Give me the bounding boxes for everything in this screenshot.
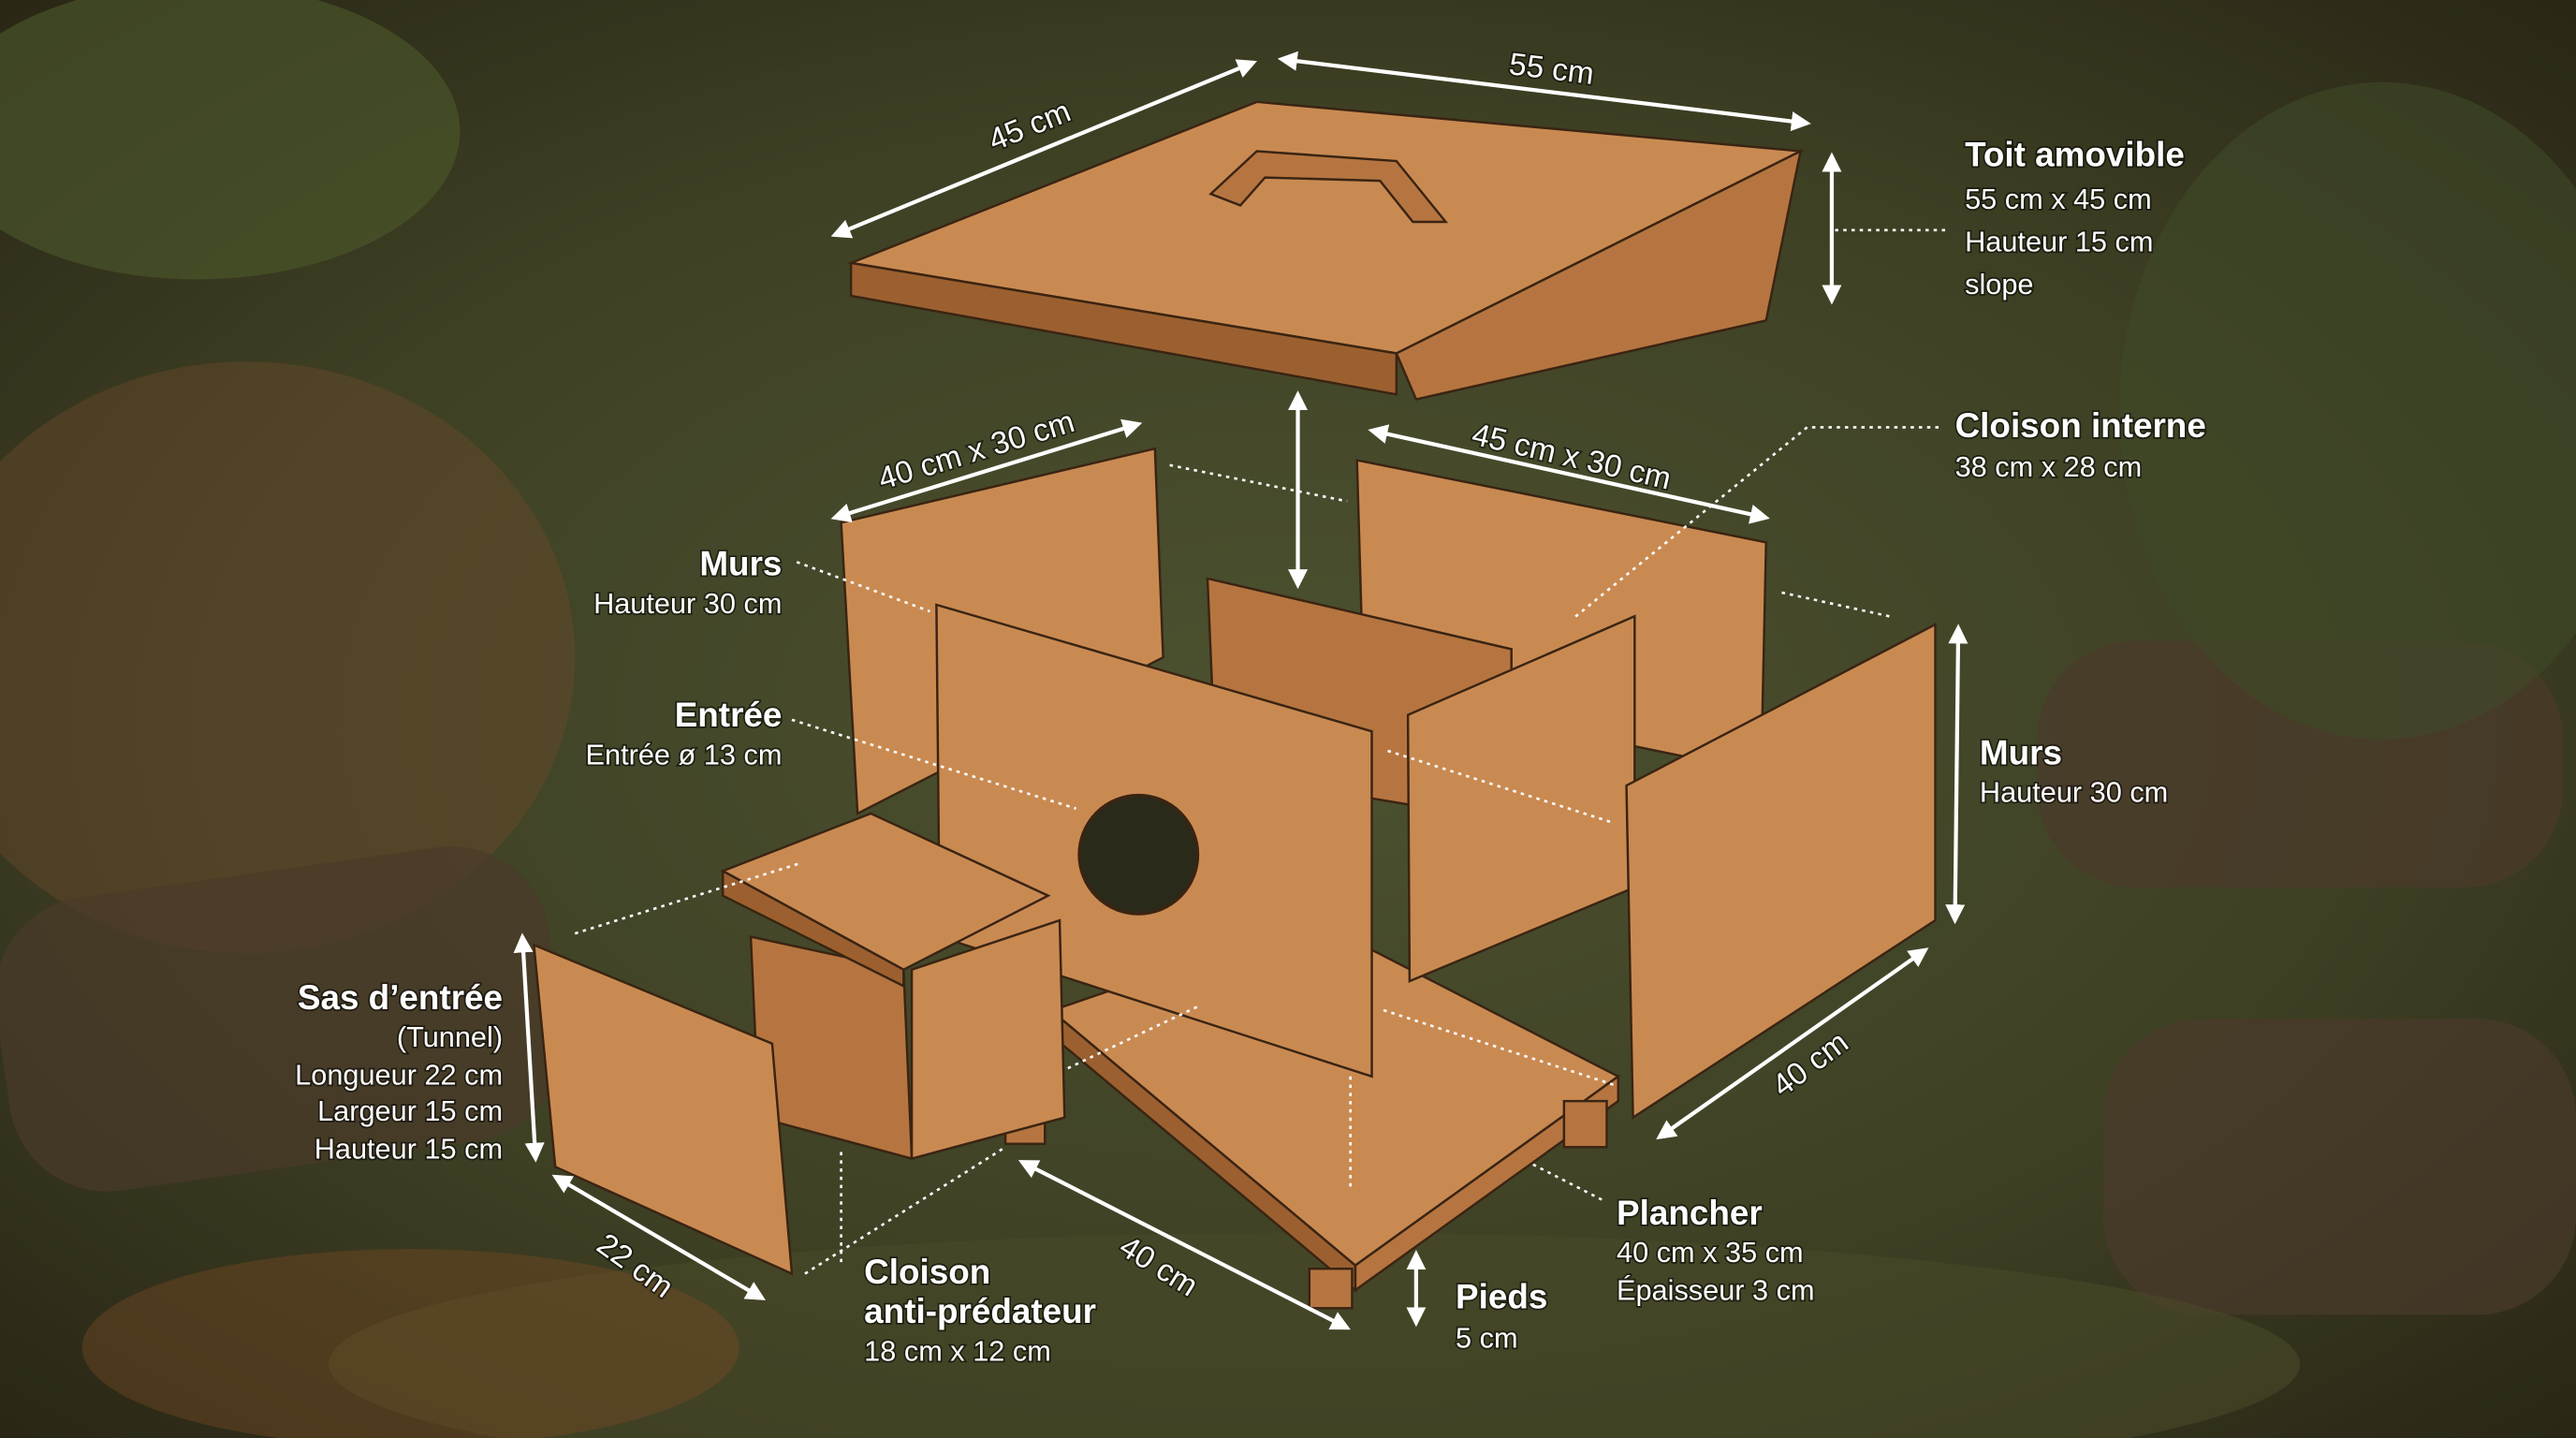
callout-airlock: Sas d’entrée (Tunnel) Longueur 22 cm Lar… xyxy=(293,976,504,1167)
svg-text:Cloison interne: Cloison interne xyxy=(1955,406,2206,445)
foot xyxy=(1562,1099,1608,1149)
svg-text:anti-prédateur: anti-prédateur xyxy=(864,1292,1096,1330)
entrance-tunnel xyxy=(720,812,1066,1161)
svg-text:40 cm x 35 cm: 40 cm x 35 cm xyxy=(1617,1236,1804,1269)
svg-text:Hauteur 30 cm: Hauteur 30 cm xyxy=(593,587,782,620)
svg-text:Hauteur 30 cm: Hauteur 30 cm xyxy=(1980,776,2168,809)
svg-text:Sas d’entrée: Sas d’entrée xyxy=(298,978,503,1017)
svg-text:Pieds: Pieds xyxy=(1456,1277,1547,1315)
svg-text:38 cm x 28 cm: 38 cm x 28 cm xyxy=(1955,450,2143,483)
callout-walls-right: Murs Hauteur 30 cm xyxy=(1978,732,2170,811)
svg-text:Entrée: Entrée xyxy=(675,696,783,734)
entrance-hole xyxy=(1077,793,1200,916)
callout-floor: Plancher 40 cm x 35 cm Épaisseur 3 cm xyxy=(1615,1192,1816,1308)
svg-text:Longueur 22 cm: Longueur 22 cm xyxy=(295,1059,503,1092)
svg-text:Plancher: Plancher xyxy=(1617,1194,1763,1232)
svg-text:Épaisseur 3 cm: Épaisseur 3 cm xyxy=(1617,1274,1815,1307)
svg-text:5 cm: 5 cm xyxy=(1456,1321,1518,1354)
callout-walls-left: Murs Hauteur 30 cm xyxy=(592,543,783,622)
svg-text:Hauteur 15 cm: Hauteur 15 cm xyxy=(1965,226,2153,258)
leader-lines xyxy=(574,228,1947,1275)
svg-text:Hauteur 15 cm: Hauteur 15 cm xyxy=(315,1133,503,1166)
svg-text:Murs: Murs xyxy=(699,544,782,582)
foot xyxy=(1308,1267,1354,1310)
dimension-arrows xyxy=(513,51,1969,1330)
callout-roof: Toit amovible 55 cm x 45 cm Hauteur 15 c… xyxy=(1963,134,2186,302)
svg-text:Largeur 15 cm: Largeur 15 cm xyxy=(317,1094,503,1127)
callout-entrance: Entrée Entrée ø 13 cm xyxy=(584,694,783,772)
svg-text:Toit amovible: Toit amovible xyxy=(1965,135,2185,173)
callout-feet: Pieds 5 cm xyxy=(1454,1276,1549,1357)
callout-anti-predator: Cloison anti-prédateur 18 cm x 12 cm xyxy=(862,1251,1097,1369)
svg-text:55 cm x 45 cm: 55 cm x 45 cm xyxy=(1965,183,2152,215)
svg-text:Entrée ø 13 cm: Entrée ø 13 cm xyxy=(586,738,783,770)
svg-text:Cloison: Cloison xyxy=(864,1253,990,1291)
svg-text:Murs: Murs xyxy=(1980,733,2062,771)
svg-text:18 cm x 12 cm: 18 cm x 12 cm xyxy=(864,1334,1051,1367)
svg-text:slope: slope xyxy=(1965,268,2033,301)
callout-inner-partition: Cloison interne 38 cm x 28 cm xyxy=(1954,404,2208,485)
svg-text:(Tunnel): (Tunnel) xyxy=(397,1020,503,1053)
